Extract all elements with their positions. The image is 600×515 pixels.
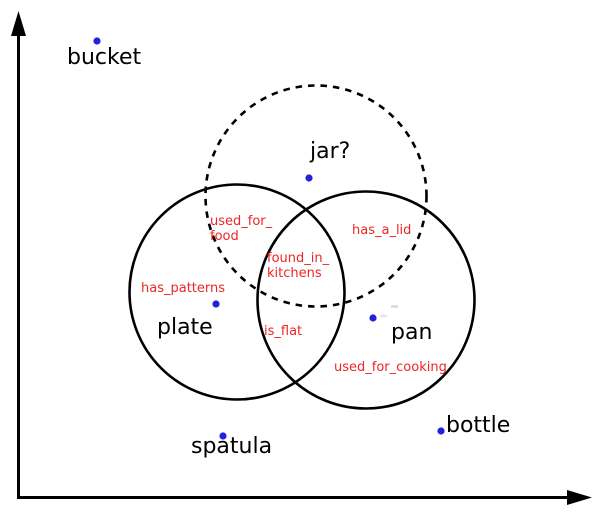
attribute-has-a-lid: has_a_lid [352,223,412,238]
label-bottle: bottle [446,413,511,438]
point-bottle [437,427,445,435]
attribute-found-in-kitchens: found_in_ kitchens [267,251,330,281]
attribute-used-for-cooking: used_for_cooking [334,360,447,375]
point-plate [212,300,220,308]
label-spatula: spatula [191,434,273,459]
point-spatula [219,432,227,440]
label-jar: jar? [310,139,351,164]
attribute-has-patterns: has_patterns [141,281,226,296]
point-bucket [93,37,101,45]
attribute-is-flat: is_flat [264,324,303,339]
y-axis-arrowhead-icon [11,11,26,36]
jar-dashed-circle [204,84,428,308]
label-plate: plate [157,315,213,340]
plate-circle [128,183,346,401]
point-jar [305,174,313,182]
point-pan [369,314,377,322]
label-pan: pan [391,320,433,345]
attribute-used-for-food: used_for_ food [210,214,273,244]
label-bucket: bucket [67,45,142,70]
pan-circle [256,190,476,410]
x-axis-arrowhead-icon [567,490,592,505]
